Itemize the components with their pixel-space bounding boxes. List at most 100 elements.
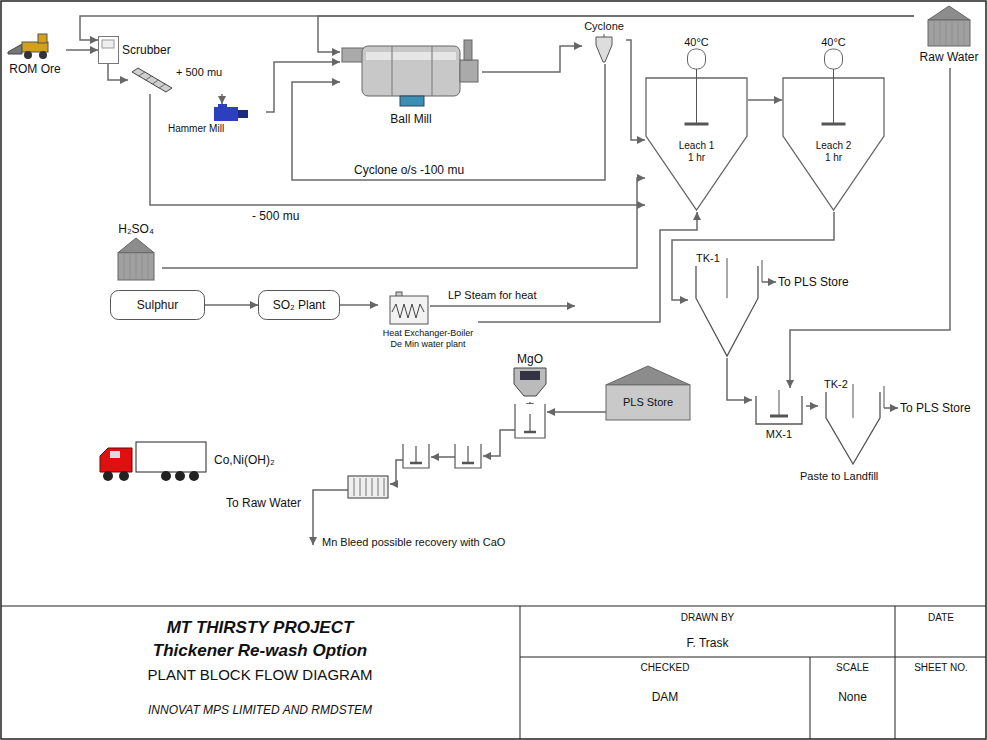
flow-line [340, 304, 378, 306]
flow-line [266, 62, 340, 112]
agitator-blade [410, 462, 422, 465]
node-label: MgO [517, 352, 543, 366]
silo-rib [940, 20, 941, 46]
agitator-blade [462, 462, 474, 465]
flow-note: Paste to Landfill [800, 470, 878, 483]
feed-chute [342, 48, 364, 62]
silo-rib [130, 253, 131, 280]
silo-body [118, 253, 154, 280]
mill-highlight [366, 52, 456, 60]
agitator-shaft [529, 414, 530, 432]
title-block-rule [810, 657, 811, 739]
title-block-text: SCALE [810, 662, 895, 674]
process-box: Sulphur [110, 290, 205, 320]
flow-note: To Raw Water [226, 496, 301, 510]
flow-line [626, 40, 645, 140]
thickener: TK-1 [688, 252, 776, 358]
leach-tank: 40°C Leach 1 1 hr [645, 36, 748, 212]
ore-source: ROM Ore [4, 32, 66, 80]
screen-bar [139, 72, 145, 76]
mill-motor [238, 110, 248, 118]
node-label: PLS Store [623, 396, 673, 409]
hammer-mill: Hammer Mill [168, 104, 266, 136]
cab-window [110, 451, 120, 458]
overflow-weir [762, 260, 763, 282]
loader-cab [38, 34, 47, 43]
pls-store-silo: PLS Store [606, 366, 690, 420]
exchanger-shell [390, 296, 428, 324]
mgo-hopper: MgO [510, 352, 550, 402]
hopper-panel [520, 371, 540, 380]
screen: + 500 mu [128, 66, 230, 94]
agitator-motor [688, 49, 706, 69]
silo-roof [118, 238, 154, 253]
mill-body [214, 107, 238, 121]
title-block-text: SHEET NO. [895, 662, 987, 674]
product-truck: Co,Ni(OH)₂ [96, 436, 296, 486]
filter-plate [354, 478, 355, 496]
flow-label: - 500 mu [250, 209, 301, 223]
flow-line [162, 178, 645, 268]
node-label: Cyclone [584, 20, 624, 33]
screen-bar [152, 80, 158, 84]
cyclone: Cyclone [582, 20, 626, 64]
flow-label: Cyclone o/s -100 mu [352, 163, 466, 177]
mill-band [432, 46, 433, 96]
screen-bar [146, 76, 152, 80]
drawing-title: MT THIRSTY PROJECT [0, 618, 520, 638]
node-label: Leach 1 1 hr [677, 140, 717, 164]
leach-tank: 40°CLeach 2 1 hr [782, 36, 885, 212]
wheel [39, 51, 47, 59]
pls-store-silo-shape [606, 366, 690, 420]
node-label: Scrubber [122, 43, 171, 57]
thickener: TK-2 [818, 378, 898, 466]
flow-line [478, 212, 697, 322]
slurry-line [431, 456, 455, 458]
flow-line [80, 16, 914, 40]
node-label: Heat Exchanger-Boiler De Min water plant [380, 328, 476, 350]
overflow-line [884, 407, 898, 409]
trailer [136, 442, 206, 472]
title-block-text: F. Trask [520, 636, 895, 650]
silo-roof [928, 6, 970, 20]
flow-line [748, 99, 782, 101]
agitator-shaft [696, 69, 697, 124]
node-label: TK-1 [696, 252, 720, 265]
wheel [189, 471, 199, 481]
acid-silo: H₂SO₄ [110, 222, 162, 280]
node-label: Ball Mill [390, 112, 431, 126]
filter-plate [366, 478, 367, 496]
agitator-blade [822, 123, 846, 126]
node-label: H₂SO₄ [118, 222, 154, 236]
flow-note: LP Steam for heat [448, 289, 536, 302]
feed-well [853, 384, 854, 418]
flow-line [806, 405, 818, 407]
screen-deck [132, 68, 172, 92]
node-label: 40°C [821, 36, 846, 49]
flow-line [205, 304, 258, 306]
scrubber: Scrubber [98, 36, 178, 64]
slurry-line [483, 430, 515, 456]
title-block-text: INNOVAT MPS LIMITED AND RMDSTEM [0, 703, 520, 717]
flow-note: To PLS Store [900, 401, 971, 415]
filter-plate [384, 478, 385, 496]
filter-plate [360, 478, 361, 496]
pls-feed-line [547, 411, 606, 413]
mill-inlet [218, 104, 227, 108]
title-block-rule [895, 606, 896, 739]
precipitation-tank [455, 444, 481, 468]
raw-water-silo: Raw Water [914, 6, 984, 68]
title-block-text: PLANT BLOCK FLOW DIAGRAM [0, 666, 520, 684]
process-outline [259, 291, 340, 320]
leach-tank-shape [645, 36, 748, 212]
cyclone-body [596, 37, 612, 62]
node-label: 40°C [684, 36, 709, 49]
belt-filter [348, 476, 388, 498]
exchanger-coil [392, 304, 424, 318]
silo-rib [142, 253, 143, 280]
mix-tank: MX-1 [752, 388, 806, 446]
filter-plate [372, 478, 373, 496]
wheel [119, 471, 129, 481]
